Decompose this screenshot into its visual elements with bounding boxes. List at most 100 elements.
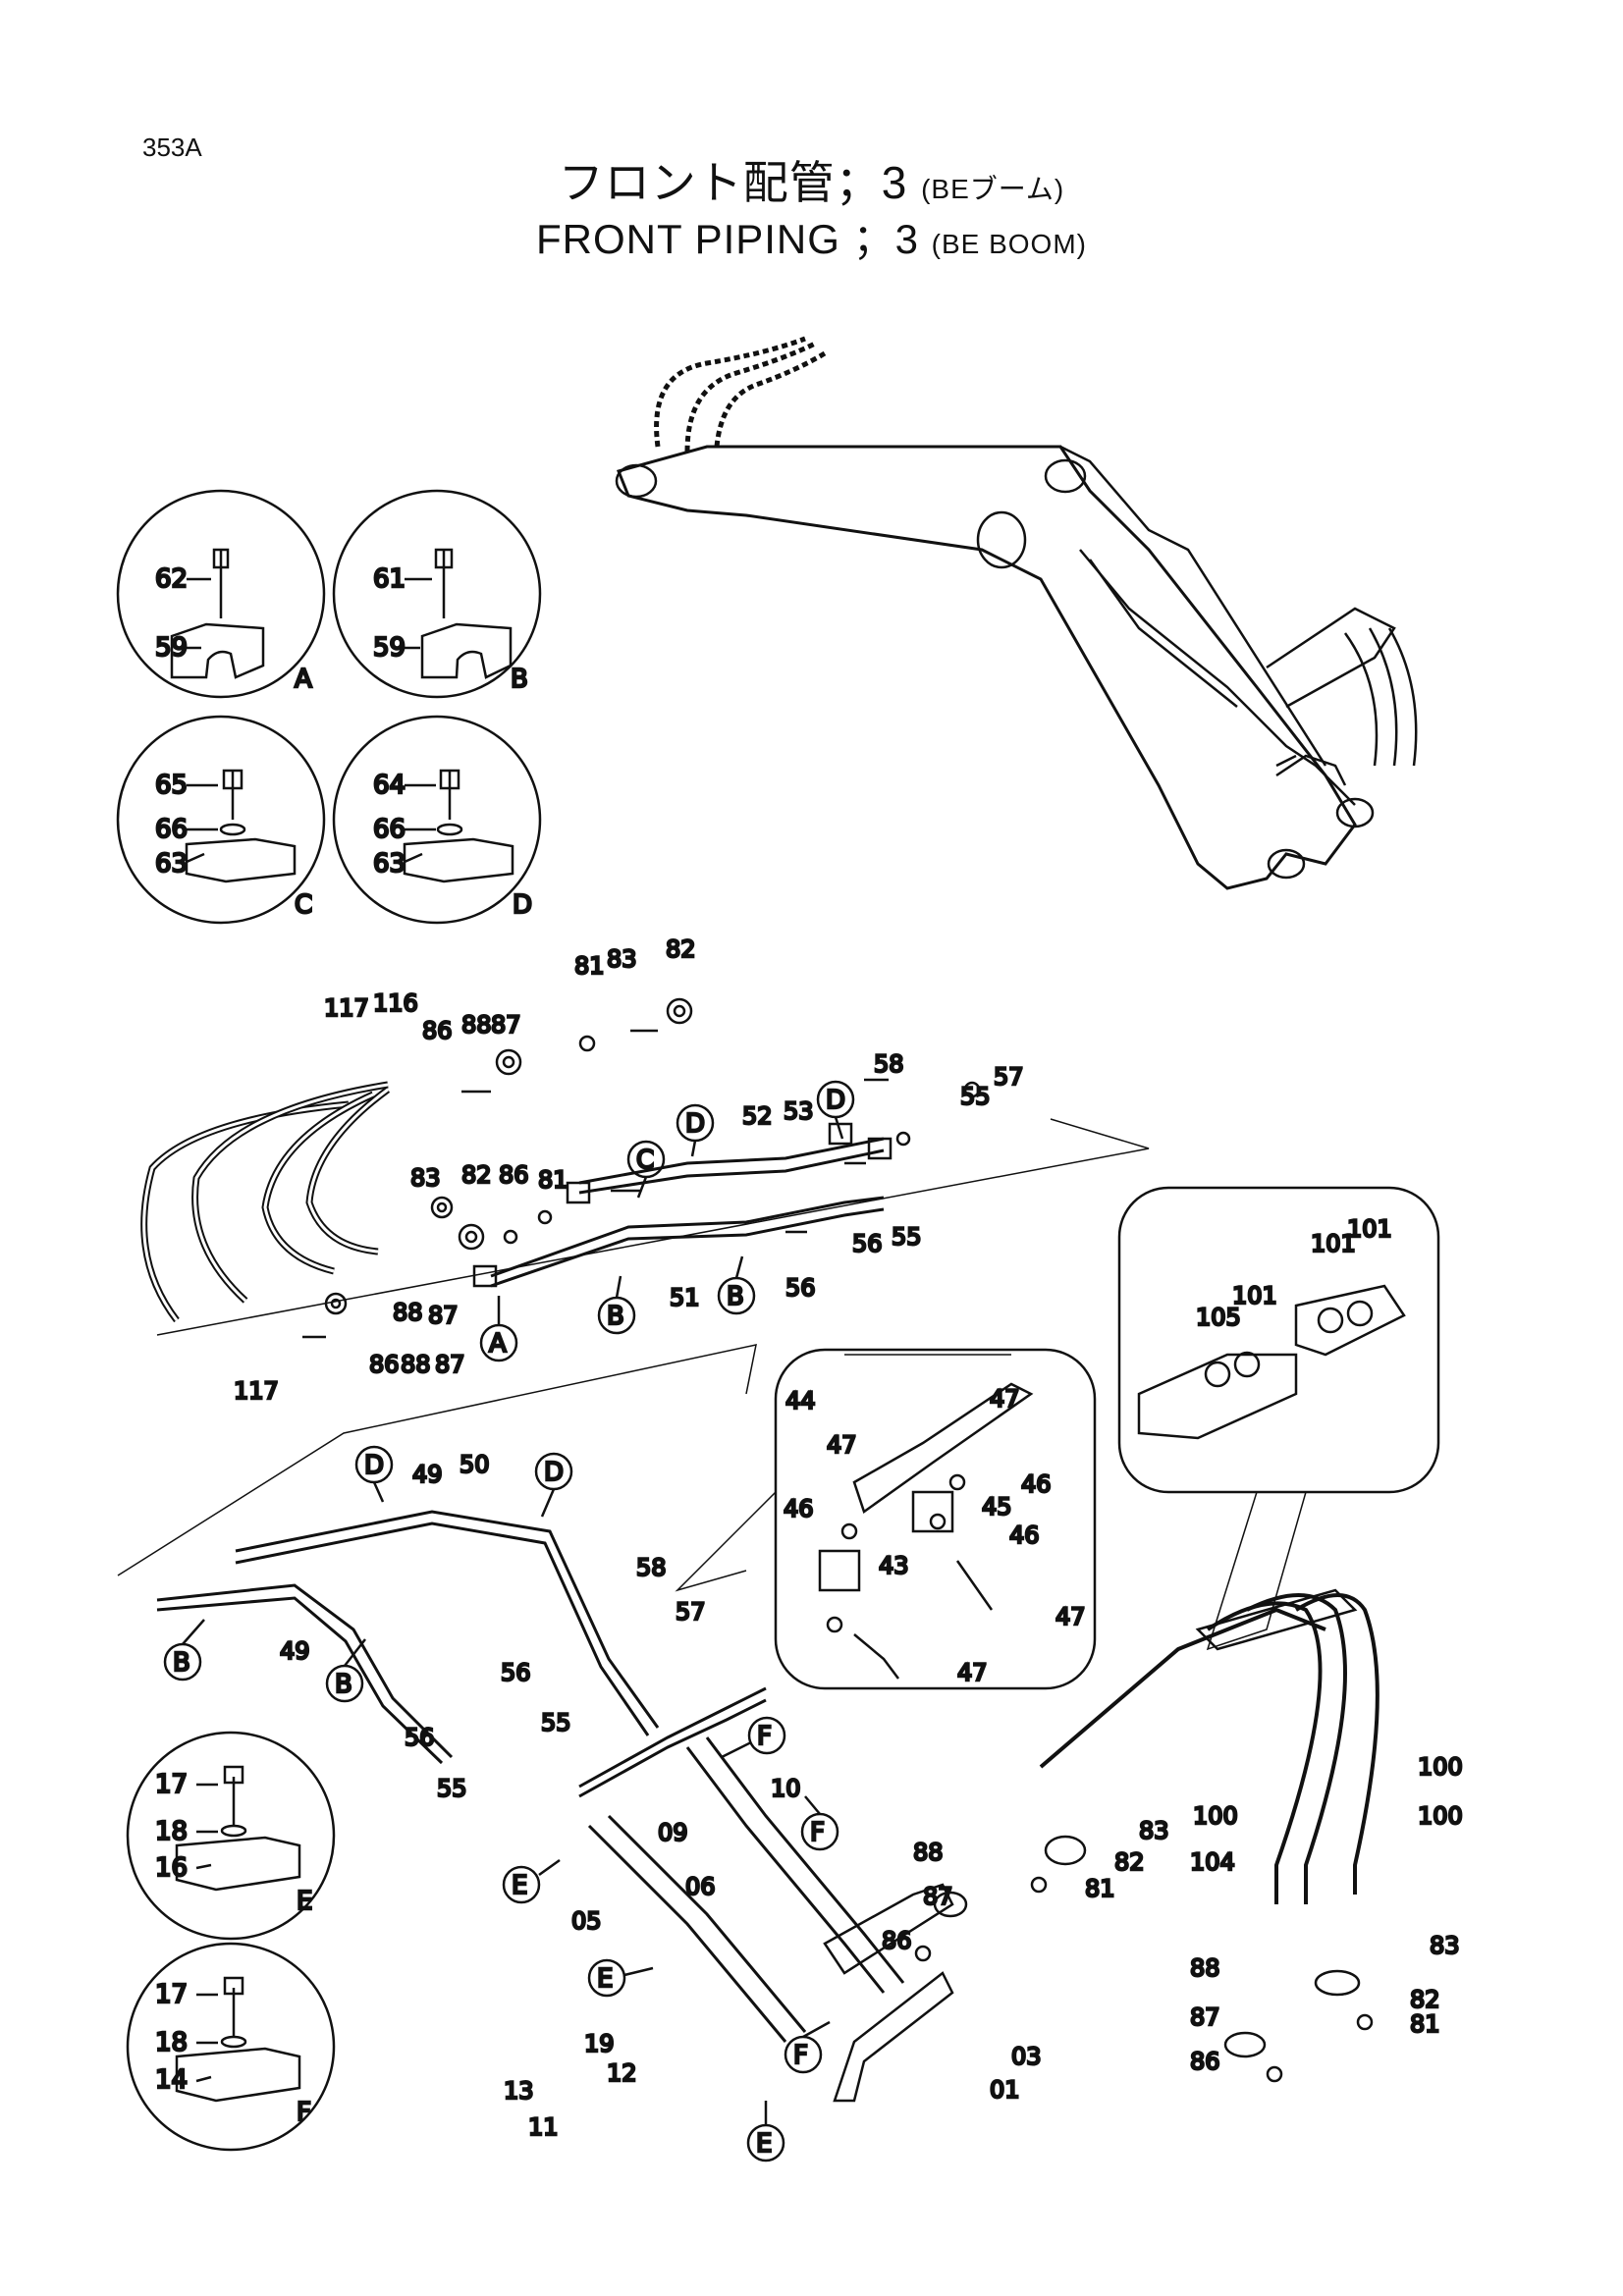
connector-inset: 101 101 101 105 — [1117, 1186, 1440, 1651]
lower-label-83-mid: 83 — [1139, 1817, 1169, 1844]
lower-label-12: 12 — [607, 2059, 637, 2087]
detail-c-washer-label: 66 — [155, 815, 188, 844]
detail-c-bolt-label: 65 — [155, 771, 188, 800]
lower-label-104: 104 — [1190, 1848, 1235, 1876]
lower-label-01: 01 — [990, 2076, 1020, 2104]
title-japanese: フロント配管；3 (BEブーム) — [0, 147, 1623, 212]
lower-label-57: 57 — [676, 1598, 706, 1626]
detail-circle-d: 64 66 63 D — [332, 715, 542, 925]
lower-label-09: 09 — [658, 1819, 688, 1846]
detail-f-block-label: 14 — [155, 2065, 188, 2095]
detail-b-block-label: 59 — [373, 633, 406, 663]
mid-label-57: 57 — [994, 1063, 1024, 1091]
connector-label-101-b: 101 — [1347, 1215, 1392, 1243]
lower-label-49-top: 49 — [412, 1461, 443, 1488]
detail-e-block-label: 16 — [155, 1853, 188, 1883]
lower-label-82-right: 82 — [1410, 1986, 1440, 2013]
mid-callout-c: C — [636, 1146, 654, 1175]
detail-c-block-label: 63 — [155, 849, 188, 879]
detail-circle-e: 17 18 16 E — [126, 1731, 336, 1941]
lower-callout-d-right: D — [544, 1458, 564, 1487]
lower-label-81-right: 81 — [1410, 2010, 1440, 2038]
lower-label-58: 58 — [636, 1554, 667, 1581]
valve-label-46-right: 46 — [1021, 1470, 1052, 1498]
valve-label-47-bottom: 47 — [957, 1659, 988, 1686]
lower-label-50: 50 — [460, 1451, 490, 1478]
mid-label-88-top: 88 — [461, 1011, 492, 1039]
page-number: 353A — [142, 133, 202, 162]
mid-label-58: 58 — [874, 1050, 904, 1078]
lower-label-100-left: 100 — [1193, 1802, 1238, 1830]
detail-e-washer-label: 18 — [155, 1817, 188, 1846]
lower-label-86-mid: 86 — [882, 1927, 912, 1954]
middle-section: 117 116 86 88 87 81 83 82 58 55 57 52 53… — [140, 934, 1150, 1406]
mid-callout-a: A — [489, 1329, 507, 1359]
mid-label-81-top: 81 — [574, 952, 605, 980]
lower-label-05: 05 — [571, 1907, 602, 1935]
mid-label-83-mid: 83 — [410, 1164, 441, 1192]
valve-label-43: 43 — [879, 1552, 909, 1579]
lower-callout-b-right: B — [335, 1670, 352, 1699]
lower-label-81-mid: 81 — [1085, 1875, 1115, 1902]
mid-label-56-low: 56 — [785, 1274, 816, 1302]
connector-label-101-a: 101 — [1311, 1230, 1356, 1257]
title-japanese-sub: (BEブーム) — [921, 174, 1065, 204]
mid-label-86-mid: 86 — [499, 1161, 529, 1189]
mid-label-117-bottom: 117 — [234, 1377, 279, 1405]
lower-label-55-top: 55 — [541, 1709, 571, 1736]
lower-label-03: 03 — [1011, 2043, 1042, 2070]
mid-label-88-mid: 88 — [393, 1299, 423, 1326]
valve-label-47-left: 47 — [827, 1431, 857, 1459]
lower-callout-b-left: B — [173, 1648, 190, 1678]
valve-label-46-left: 46 — [784, 1495, 814, 1522]
mid-label-53: 53 — [784, 1097, 814, 1125]
detail-a-block-label: 59 — [155, 633, 188, 663]
lower-label-83-right: 83 — [1430, 1932, 1460, 1959]
lower-callout-e-mid: E — [597, 1964, 613, 1994]
mid-label-88-bottom: 88 — [401, 1351, 431, 1378]
detail-e-bolt-label: 17 — [155, 1770, 188, 1799]
detail-f-bolt-label: 17 — [155, 1980, 188, 2009]
lower-label-86-right: 86 — [1190, 2048, 1220, 2075]
lower-label-19: 19 — [584, 2030, 615, 2057]
lower-label-13: 13 — [504, 2077, 534, 2105]
lower-callout-e-low: E — [756, 2129, 772, 2159]
valve-label-46-mid: 46 — [1009, 1522, 1040, 1549]
detail-f-letter: F — [297, 2098, 311, 2127]
mid-callout-d-right: D — [826, 1086, 845, 1115]
mid-label-81-mid: 81 — [538, 1166, 568, 1194]
lower-label-88-right: 88 — [1190, 1954, 1220, 1982]
mid-label-87-mid: 87 — [428, 1302, 459, 1329]
title-english-main: FRONT PIPING ；3 — [536, 216, 919, 262]
mid-label-56-right: 56 — [852, 1230, 883, 1257]
mid-callout-d-left: D — [685, 1109, 705, 1139]
mid-label-116: 116 — [373, 989, 418, 1017]
lower-callout-d-left: D — [364, 1451, 384, 1480]
mid-label-52: 52 — [742, 1102, 773, 1130]
mid-label-55-top: 55 — [960, 1083, 991, 1110]
valve-label-47-top: 47 — [990, 1385, 1020, 1413]
detail-f-washer-label: 18 — [155, 2028, 188, 2057]
mid-label-82-top: 82 — [666, 935, 696, 963]
mid-label-82-mid: 82 — [461, 1161, 492, 1189]
connector-label-101-c: 101 — [1232, 1282, 1277, 1309]
detail-a-letter: A — [295, 665, 312, 694]
lower-label-11: 11 — [528, 2113, 559, 2141]
title-english: FRONT PIPING ；3 (BE BOOM) — [0, 206, 1623, 266]
lower-label-100-right: 100 — [1418, 1802, 1463, 1830]
valve-label-47-right: 47 — [1055, 1603, 1086, 1630]
mid-label-86-bottom: 86 — [369, 1351, 400, 1378]
detail-d-block-label: 63 — [373, 849, 406, 879]
mid-label-87-bottom: 87 — [435, 1351, 465, 1378]
lower-callout-f-top: F — [757, 1722, 772, 1751]
lower-callout-e-top: E — [512, 1871, 527, 1900]
boom-overview — [615, 336, 1418, 890]
mid-label-87-top: 87 — [491, 1011, 521, 1039]
lower-label-49-left: 49 — [280, 1637, 310, 1665]
valve-label-45: 45 — [982, 1493, 1012, 1521]
mid-label-51: 51 — [670, 1284, 700, 1311]
detail-d-letter: D — [513, 890, 532, 920]
detail-b-letter: B — [511, 665, 528, 694]
mid-callout-b-left: B — [607, 1302, 624, 1331]
